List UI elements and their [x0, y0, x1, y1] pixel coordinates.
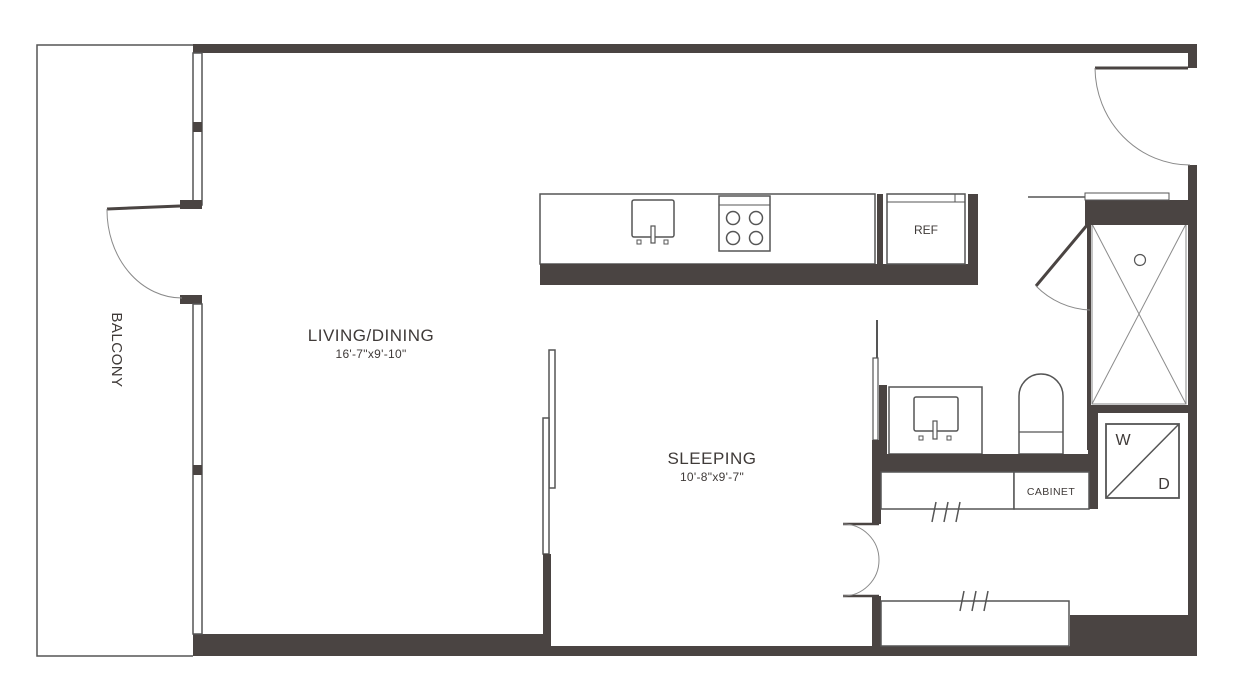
bathroom: [872, 192, 1197, 472]
bottom-right-block: [1070, 615, 1197, 656]
washer-label: W: [1115, 432, 1131, 449]
door-swing-icon: [842, 523, 880, 561]
bottom-wall-right: [551, 646, 1197, 656]
bath-sink-icon: [913, 396, 959, 441]
top-right-wall-stub: [1188, 44, 1197, 68]
balcony: [36, 44, 193, 657]
window-wall: [180, 52, 203, 635]
kitchen: REF: [539, 193, 978, 285]
kitchen-counter: [539, 193, 876, 265]
cabinet: [1013, 471, 1090, 510]
cooktop-icon: [718, 195, 771, 252]
door-swing-icon: [842, 559, 880, 597]
dryer-label: D: [1158, 476, 1170, 493]
entry-door[interactable]: [1094, 66, 1191, 166]
door-swing-icon: [1094, 67, 1191, 166]
balcony-door[interactable]: [106, 204, 183, 299]
toilet-icon: [1018, 373, 1064, 455]
closet-doors[interactable]: [842, 522, 880, 598]
living-dining-label: LIVING/DINING: [308, 326, 434, 345]
door-swing-icon: [1035, 285, 1091, 311]
lower-hanger-marks: [959, 590, 989, 612]
balcony-label: BALCONY: [108, 312, 125, 387]
cabinet-label: CABINET: [1027, 486, 1075, 498]
living-dining-dimensions: 16'-7"x9'-10": [335, 347, 406, 361]
kitchen-sink-icon: [631, 199, 675, 245]
refrigerator: REF: [886, 193, 966, 265]
kitchen-back-wall: [540, 264, 978, 285]
room-labels: LIVING/DINING 16'-7"x9'-10" SLEEPING 10'…: [108, 312, 756, 484]
top-wall: [193, 44, 1197, 53]
sleeping-label: SLEEPING: [667, 449, 756, 468]
upper-hanger-marks: [931, 501, 961, 523]
sliding-partition[interactable]: [542, 349, 556, 646]
closet: CABINET: [842, 471, 1090, 647]
refrigerator-label: REF: [914, 223, 938, 237]
balcony-outline: [36, 44, 193, 657]
shower-icon: [1091, 223, 1187, 405]
washer-dryer-icon: W D: [1088, 413, 1180, 509]
door-swing-icon: [106, 208, 183, 299]
sleeping-dimensions: 10'-8"x9'-7": [680, 470, 744, 484]
bottom-wall-left: [193, 634, 551, 656]
lower-shelf: [880, 600, 1070, 647]
bath-door[interactable]: [1034, 223, 1091, 311]
